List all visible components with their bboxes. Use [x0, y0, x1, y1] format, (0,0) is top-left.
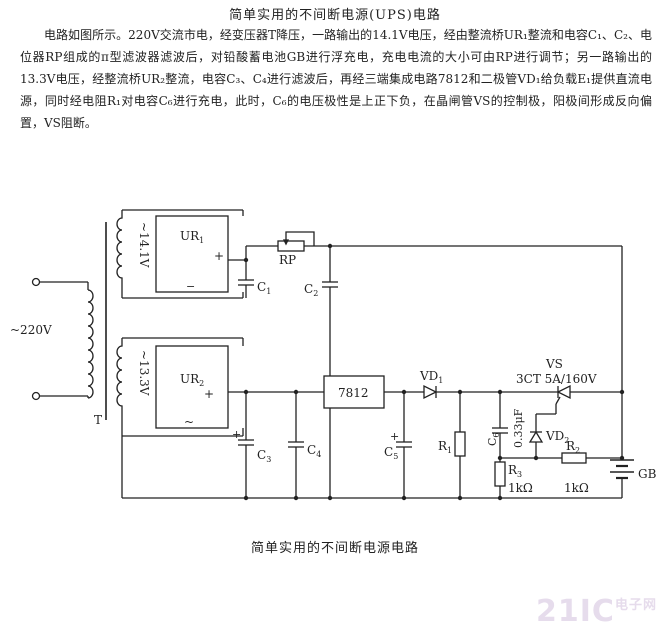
junction-dots: [243, 243, 625, 501]
potentiometer-rp: [277, 240, 305, 252]
rectifier-ur2: [155, 345, 229, 429]
rectifier-ur1: [155, 215, 229, 293]
vd1-label: VD1: [419, 369, 443, 385]
r1-value: 1kΩ: [508, 481, 533, 495]
ac-terminal-bottom: [31, 391, 41, 401]
resistor-r3: [494, 461, 506, 487]
ur2-plus: +: [204, 387, 214, 401]
c1-label: C1: [257, 280, 271, 296]
ac-terminal-top: [31, 277, 41, 287]
ic-label: 7812: [338, 386, 369, 400]
diode-vd2: [528, 430, 544, 443]
r2-label: R2: [566, 439, 580, 455]
c6-label: C6: [486, 432, 501, 446]
ur2-tilde: ~: [184, 415, 194, 429]
resistor-r1: [454, 431, 466, 457]
c2-label: C2: [304, 282, 318, 298]
transformer-secondary-2: [116, 338, 123, 436]
r2-value: 1kΩ: [564, 481, 589, 495]
ac-input-label: ~220V: [10, 323, 52, 337]
c4-label: C4: [307, 443, 321, 459]
transformer-secondary-1: [116, 210, 123, 298]
vs-spec: 3CT 5A/160V: [516, 372, 597, 386]
transformer-primary: [87, 282, 94, 399]
watermark-logo: 21IC电子网: [536, 594, 657, 629]
vs-label: VS: [545, 357, 563, 371]
regulator-7812: [323, 375, 385, 409]
r3-label: R3: [508, 463, 522, 479]
ur1-label: UR1: [180, 229, 204, 245]
ur1-minus: −: [186, 280, 195, 293]
thyristor-vs: [556, 384, 571, 400]
c3-label: C3: [257, 448, 271, 464]
c5-plus: +: [390, 430, 399, 443]
winding1-label: ~14.1V: [137, 222, 151, 268]
diode-vd1: [423, 384, 438, 400]
vd2-label: VD2: [545, 429, 569, 445]
ur1-plus: +: [214, 249, 224, 263]
resistor-r2: [561, 452, 587, 464]
ur2-label: UR2: [180, 372, 204, 388]
transformer-label: T: [94, 413, 102, 427]
c6-value: 0.33μF: [512, 408, 525, 448]
description-paragraph: 电路如图所示。220V交流市电，经变压器T降压，一路输出的14.1V电压，经由整…: [20, 28, 652, 130]
gb-label: GB: [638, 467, 657, 481]
rp-label: RP: [279, 253, 296, 267]
page-title: 简单实用的不间断电源(UPS)电路: [229, 8, 441, 23]
r1-label: R1: [438, 439, 452, 455]
c3-plus: +: [232, 428, 241, 441]
c5-label: C5: [384, 445, 398, 461]
figure-caption: 简单实用的不间断电源电路: [250, 541, 419, 556]
winding2-label: ~13.3V: [137, 350, 151, 396]
